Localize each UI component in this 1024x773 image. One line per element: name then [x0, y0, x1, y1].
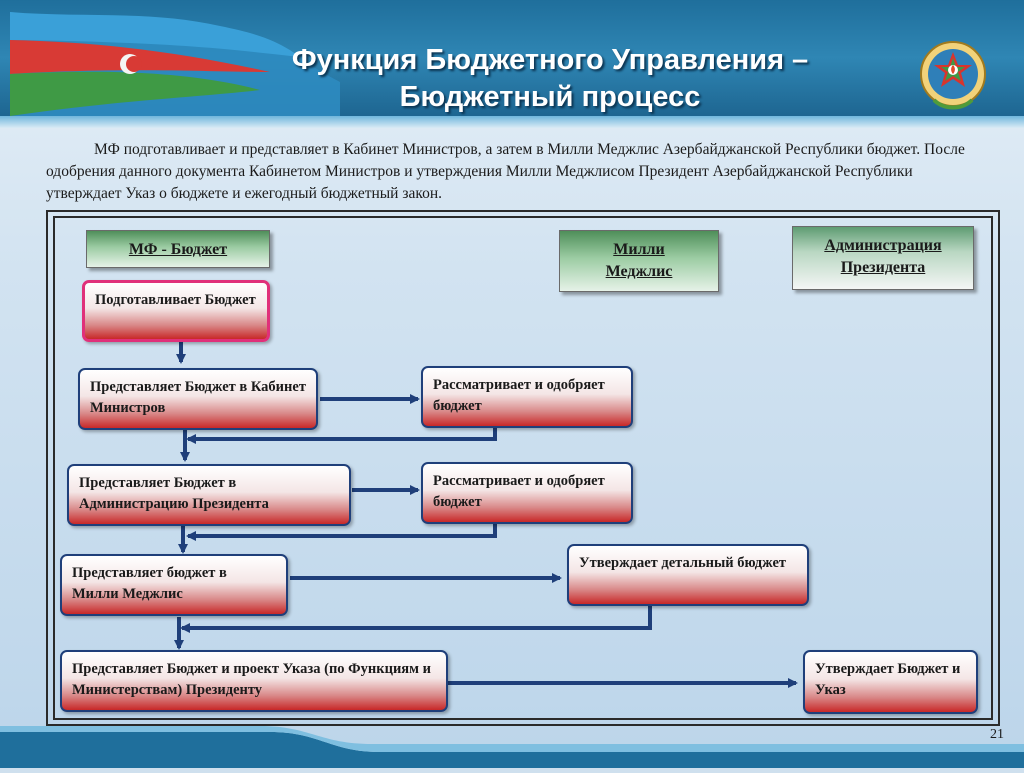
state-emblem-icon [918, 38, 988, 114]
step-submit-milli-mejlis: Представляет бюджет в Милли Меджлис [60, 554, 288, 616]
step-admin-approves: Рассматривает и одобряет бюджет [421, 462, 633, 524]
column-header-mf: МФ - Бюджет [86, 230, 270, 268]
page-number: 21 [990, 727, 1004, 742]
column-header-mm-line2: Меджлис [605, 263, 673, 280]
step-submit-to-president: Представляет Бюджет и проект Указа (по Ф… [60, 650, 448, 712]
column-header-president-admin: Администрация Президента [792, 226, 974, 290]
slide-title: Функция Бюджетного Управления – Бюджетны… [200, 42, 900, 116]
diagram-frame-inner [53, 216, 993, 720]
column-header-milli-mejlis: Милли Меджлис [559, 230, 719, 292]
step-cabinet-approves: Рассматривает и одобряет бюджет [421, 366, 633, 428]
column-header-ap-line1: Администрация [824, 237, 942, 254]
diagram-frame-outer [46, 210, 1000, 726]
title-line-2: Бюджетный процесс [399, 81, 701, 113]
step-prepare-budget: Подготавливает Бюджет [82, 280, 270, 342]
column-header-mf-label: МФ - Бюджет [128, 241, 228, 258]
azerbaijan-flag-graphic [10, 12, 340, 116]
intro-paragraph: МФ подготавливает и представляет в Кабин… [46, 141, 965, 202]
header-divider [0, 116, 1024, 128]
column-header-mm-line1: Милли [613, 241, 665, 258]
step-mejlis-approves-detailed: Утверждает детальный бюджет [567, 544, 809, 606]
step-president-approves: Утверждает Бюджет и Указ [803, 650, 978, 714]
step-submit-cabinet: Представляет Бюджет в Кабинет Министров [78, 368, 318, 430]
slide-footer [0, 726, 1024, 768]
title-line-1: Функция Бюджетного Управления – [291, 44, 809, 76]
step-submit-president-admin: Представляет Бюджет в Администрацию През… [67, 464, 351, 526]
column-header-ap-line2: Президента [840, 259, 926, 276]
